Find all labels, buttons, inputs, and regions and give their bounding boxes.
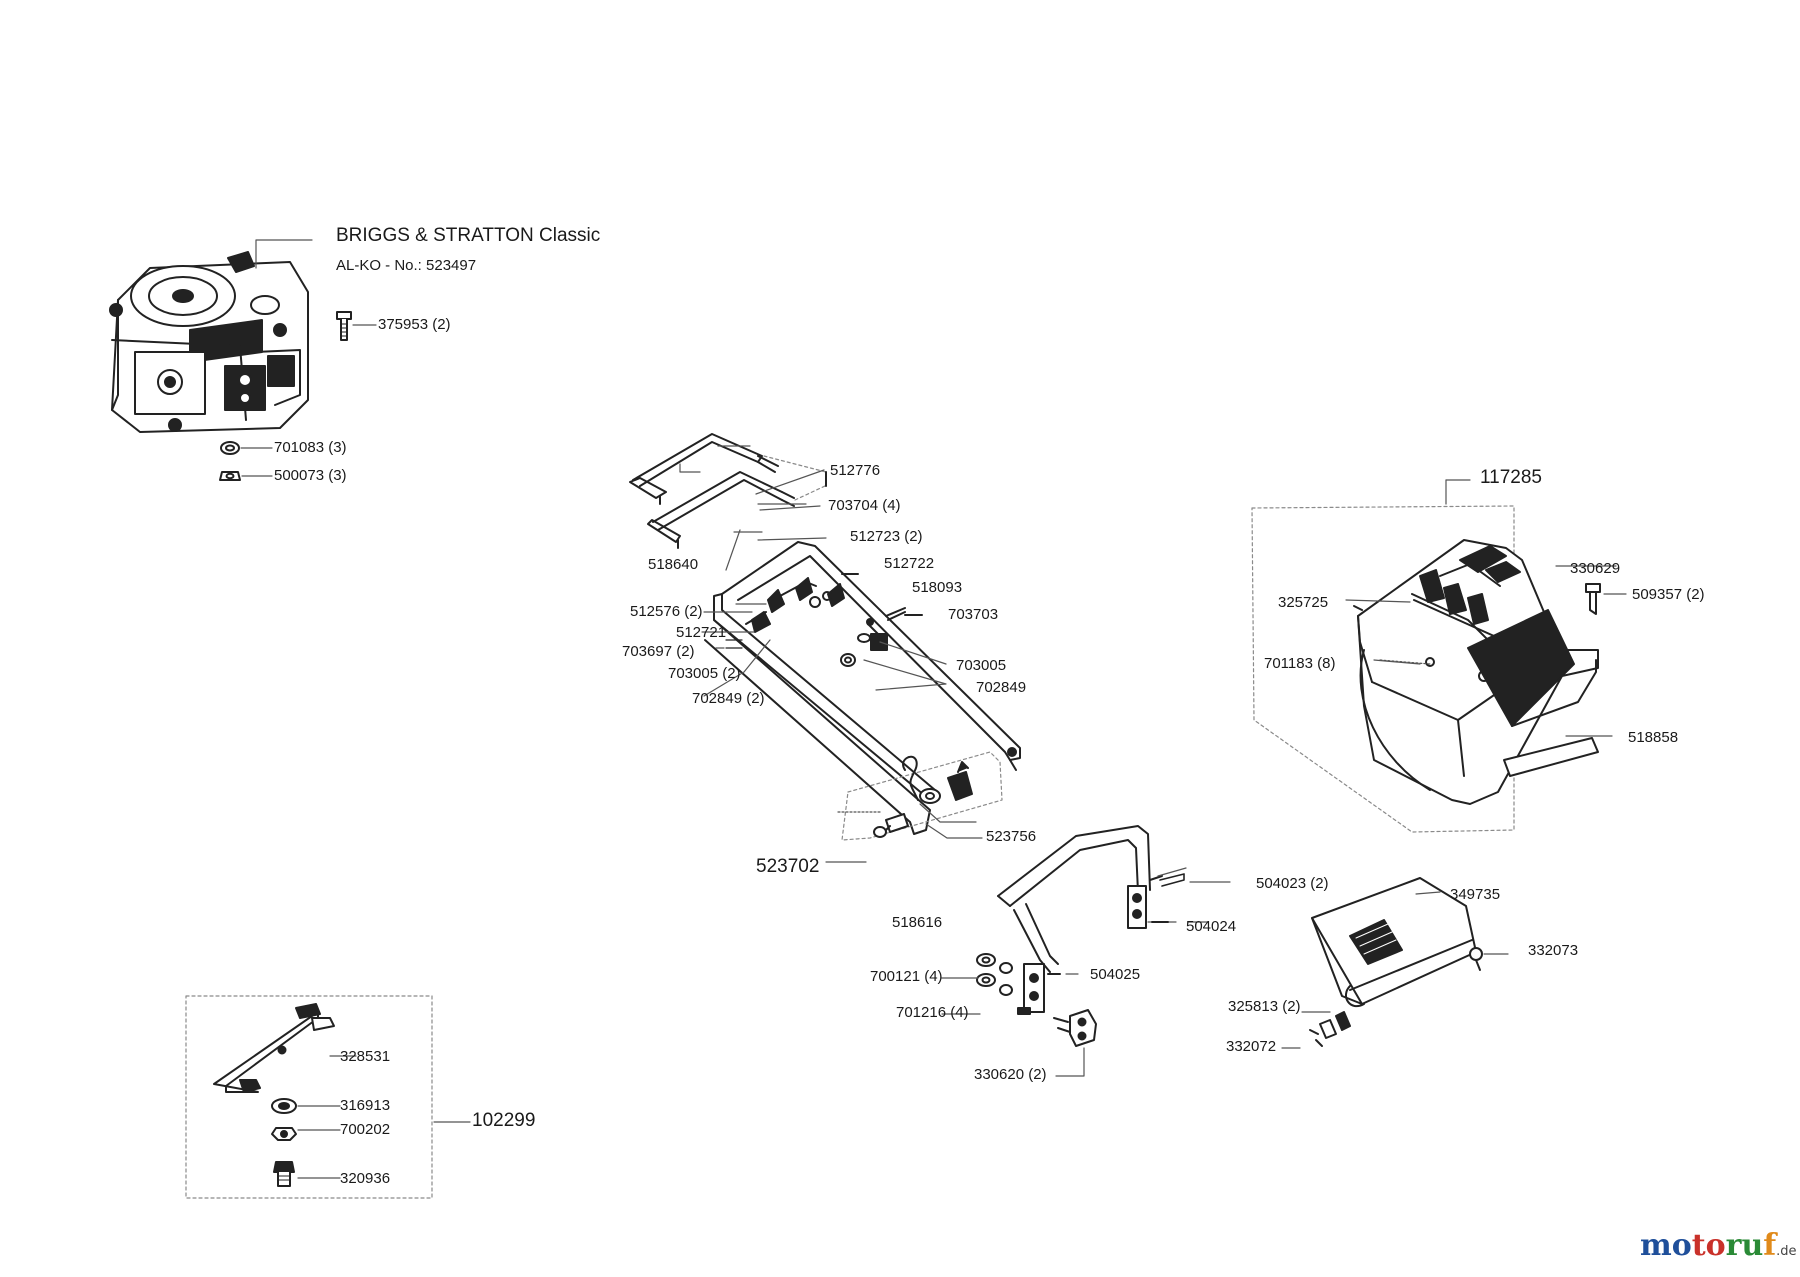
part-label-701083: 701083 (3) bbox=[274, 439, 347, 456]
part-label-328531: 328531 bbox=[340, 1048, 391, 1065]
part-label-703704: 703704 (4) bbox=[828, 497, 901, 514]
part-label-332073: 332073 bbox=[1528, 942, 1579, 959]
engine-title: BRIGGS & STRATTON Classic bbox=[336, 225, 601, 246]
lower-handle-illustration bbox=[997, 825, 1163, 1015]
clamp-330620-illustration bbox=[1053, 1009, 1097, 1047]
part-label-332072: 332072 bbox=[1226, 1038, 1277, 1055]
part-label-504025: 504025 bbox=[1090, 966, 1141, 983]
bolt-375953-illustration bbox=[336, 311, 352, 341]
brand-part-3: ru bbox=[1725, 1228, 1764, 1263]
part-label-325725: 325725 bbox=[1278, 594, 1329, 611]
part-label-701183: 701183 (8) bbox=[1264, 655, 1336, 672]
part-label-375953: 375953 (2) bbox=[378, 316, 451, 333]
brand-part-4: f bbox=[1763, 1228, 1777, 1263]
part-label-500073: 500073 (3) bbox=[274, 467, 347, 484]
part-label-512576: 512576 (2) bbox=[630, 603, 703, 620]
flap-illustration bbox=[1311, 877, 1477, 1007]
part-label-512776: 512776 bbox=[830, 462, 881, 479]
part-label-325813: 325813 (2) bbox=[1228, 998, 1301, 1015]
part-label-703697: 703697 (2) bbox=[622, 643, 695, 660]
part-label-702849: 702849 bbox=[976, 679, 1027, 696]
part-label-523756: 523756 bbox=[986, 828, 1037, 845]
handle-bars-illustration bbox=[629, 433, 827, 549]
part-label-518093: 518093 bbox=[912, 579, 963, 596]
part-label-518616: 518616 bbox=[892, 914, 943, 931]
blade-kit-illustration bbox=[185, 995, 433, 1199]
clamp-kit-523702-illustration bbox=[841, 751, 1003, 841]
part-label-330629: 330629 bbox=[1570, 560, 1621, 577]
engine-illustration bbox=[109, 251, 309, 433]
part-label-504023: 504023 (2) bbox=[1256, 875, 1329, 892]
brand-logo[interactable]: motoruf.de bbox=[1640, 1228, 1797, 1263]
part-label-703703: 703703 bbox=[948, 606, 999, 623]
part-label-102299: 102299 bbox=[472, 1110, 536, 1131]
part-label-700202: 700202 bbox=[340, 1121, 391, 1138]
part-label-700121: 700121 (4) bbox=[870, 968, 943, 985]
part-label-512723: 512723 (2) bbox=[850, 528, 923, 545]
part-label-512722: 512722 bbox=[884, 555, 935, 572]
brand-part-2: to bbox=[1691, 1228, 1726, 1263]
part-label-320936: 320936 bbox=[340, 1170, 391, 1187]
main-handle-illustration bbox=[704, 541, 1021, 835]
part-label-518640: 518640 bbox=[648, 556, 699, 573]
part-label-512721: 512721 bbox=[676, 624, 727, 641]
part-label-349735: 349735 bbox=[1450, 886, 1501, 903]
grass-box-illustration bbox=[1251, 479, 1599, 833]
part-label-703005-2: 703005 (2) bbox=[668, 665, 741, 682]
part-label-702849-2: 702849 (2) bbox=[692, 690, 765, 707]
engine-alko-number: AL-KO - No.: 523497 bbox=[336, 257, 477, 274]
brand-tld: .de bbox=[1776, 1244, 1797, 1259]
part-label-316913: 316913 bbox=[340, 1097, 391, 1114]
brand-part-1: mo bbox=[1640, 1228, 1692, 1263]
part-label-701216: 701216 (4) bbox=[896, 1004, 969, 1021]
part-label-703005: 703005 bbox=[956, 657, 1007, 674]
part-label-504024: 504024 bbox=[1186, 918, 1237, 935]
part-label-523702: 523702 bbox=[756, 856, 820, 877]
part-label-509357: 509357 (2) bbox=[1632, 586, 1705, 603]
part-label-518858: 518858 bbox=[1628, 729, 1679, 746]
part-label-330620: 330620 (2) bbox=[974, 1066, 1047, 1083]
part-label-117285: 117285 bbox=[1480, 467, 1542, 488]
